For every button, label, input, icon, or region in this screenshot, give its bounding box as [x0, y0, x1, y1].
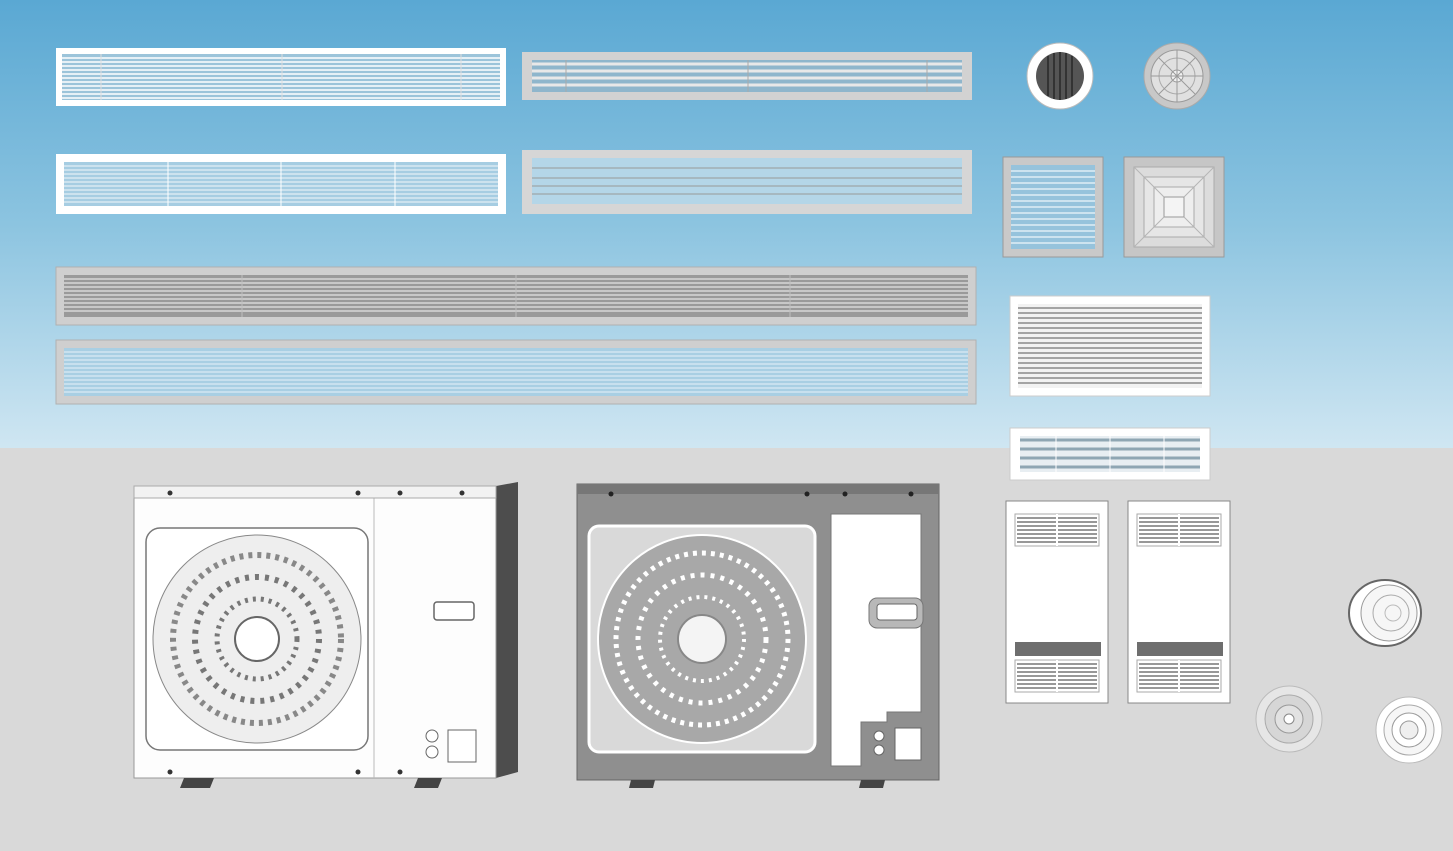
linear-slot-grille-gray-2: [522, 150, 972, 214]
small-linear-grille: [1009, 427, 1211, 481]
square-louver-grille: [1002, 156, 1104, 258]
outdoor-ac-unit-gray: [576, 483, 940, 788]
linear-slot-grille-white-2: [56, 154, 506, 214]
round-jet-diffuser-3: [1375, 696, 1443, 764]
long-linear-grille-2: [55, 339, 977, 405]
cabinet-air-purifier-2: [1127, 500, 1231, 704]
round-jet-diffuser-2: [1255, 685, 1323, 753]
cabinet-air-purifier-1: [1005, 500, 1109, 704]
round-diffuser-gray: [1143, 42, 1211, 110]
round-jet-diffuser-1: [1348, 579, 1422, 647]
outdoor-ac-unit-white: [133, 482, 518, 788]
linear-slot-grille-gray-1: [522, 52, 972, 100]
round-diffuser-dark: [1026, 42, 1094, 110]
linear-slot-grille-white-1: [56, 48, 506, 106]
square-ceiling-diffuser: [1123, 156, 1225, 258]
long-linear-grille-1: [55, 266, 977, 326]
rectangular-return-grille: [1009, 295, 1211, 397]
